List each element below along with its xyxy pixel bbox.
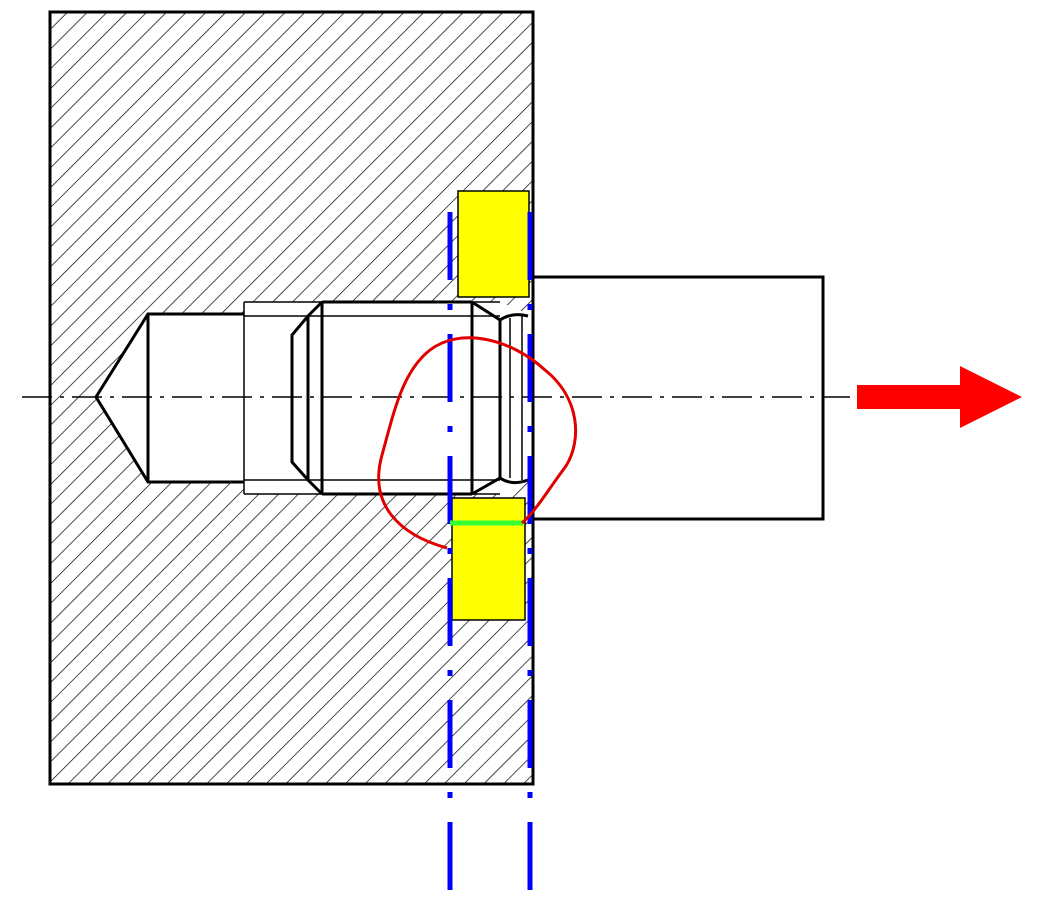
red-highlight-loop (377, 336, 578, 550)
pull-force-arrow-icon (857, 366, 1022, 428)
washer-top (457, 190, 530, 298)
washer-bottom (451, 497, 526, 621)
bolt-shank (533, 275, 825, 521)
bolt-threaded-end (290, 300, 529, 496)
